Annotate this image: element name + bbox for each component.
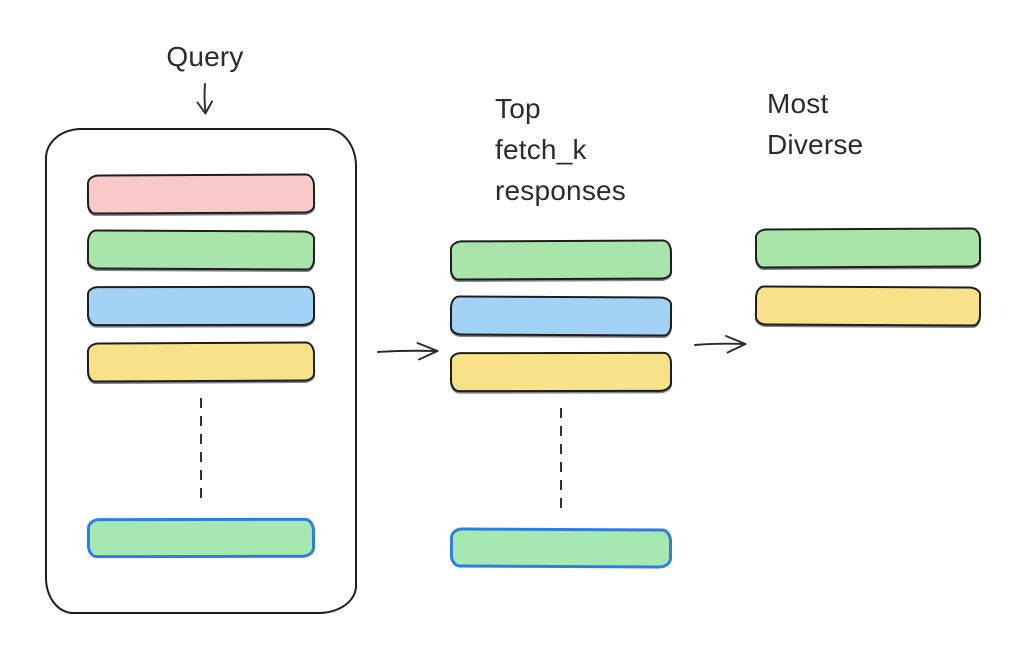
arrow-right-icon [694, 335, 747, 354]
arrow-down-icon [196, 83, 213, 115]
ellipsis-dashed-line [559, 408, 563, 512]
response-bar-yellow [754, 285, 982, 327]
response-bar-pink [86, 173, 316, 215]
most-diverse-label: Most Diverse [767, 88, 864, 160]
response-bar-mint [449, 527, 673, 569]
top-fetch-k-label: Top fetch_k responses [495, 93, 626, 206]
response-bar-blue [86, 285, 316, 327]
response-bar-yellow [86, 341, 316, 383]
response-bar-mint [86, 517, 316, 559]
query-label: Query [166, 41, 244, 72]
ellipsis-dashed-line [199, 398, 203, 502]
response-bar-blue [449, 295, 673, 337]
most-diverse-stack [754, 227, 982, 327]
all-responses-box [45, 128, 357, 614]
arrow-right-icon [377, 342, 439, 361]
all-responses-stack [47, 173, 355, 559]
top-fetch-k-stack [449, 239, 673, 569]
response-bar-yellow [449, 351, 673, 393]
response-bar-green [86, 229, 316, 271]
response-bar-green [754, 227, 982, 269]
response-bar-green [449, 239, 673, 281]
